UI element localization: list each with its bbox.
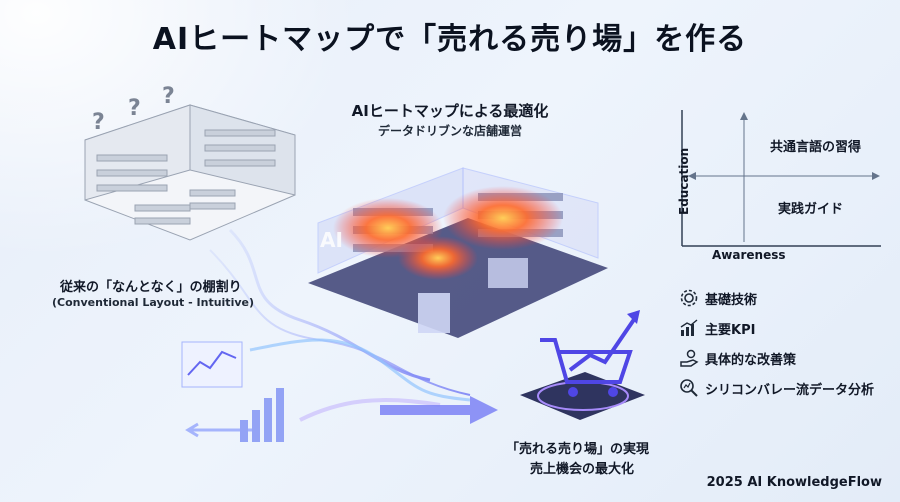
feature-item: 具体的な改善策 [679,348,796,368]
center-subheading: データドリブンな店舗運営 [377,124,522,138]
search-chart-icon [680,379,698,397]
analytics-charts-decoration [181,341,284,442]
feature-label: 基礎技術 [705,292,758,308]
feature-item: 主要KPI [679,318,755,338]
matrix-top-right: 共通言語の習得 [770,140,862,155]
shopping-cart-icon [520,310,645,420]
conventional-caption: 従来の「なんとなく」の棚割り [60,280,242,295]
result-caption-2: 売上機会の最大化 [530,462,635,477]
credit-text: 2025 AI KnowledgeFlow [706,475,882,490]
feature-item: シリコンバレー流データ分析 [679,378,874,398]
feature-label: 具体的な改善策 [705,352,797,368]
feature-label: シリコンバレー流データ分析 [705,382,875,398]
result-caption: 「売れる売り場」の実現 [506,442,650,457]
feature-label: 主要KPI [705,322,756,338]
conventional-shelf-room [84,104,296,241]
question-mark-icon: ? [92,110,105,135]
ai-label: AI [320,228,343,252]
education-awareness-matrix [681,110,881,247]
matrix-bottom-right: 実践ガイド [778,202,844,217]
question-mark-icon: ? [162,84,175,109]
chart-icon [680,319,698,336]
y-axis-label: Education [677,147,691,215]
conventional-caption-en: (Conventional Layout - Intuitive) [52,296,254,309]
gear-icon [680,289,698,307]
flow-arrow [380,396,498,424]
question-mark-icon: ? [128,96,141,121]
feature-item: 基礎技術 [679,288,757,308]
center-heading: AIヒートマップによる最適化 [351,102,549,120]
page-title: AIヒートマップで「売れる売り場」を作る [152,22,748,57]
ai-heatmap-store [308,167,608,338]
x-axis-label: Awareness [712,248,786,262]
hand-gear-icon [680,349,699,367]
